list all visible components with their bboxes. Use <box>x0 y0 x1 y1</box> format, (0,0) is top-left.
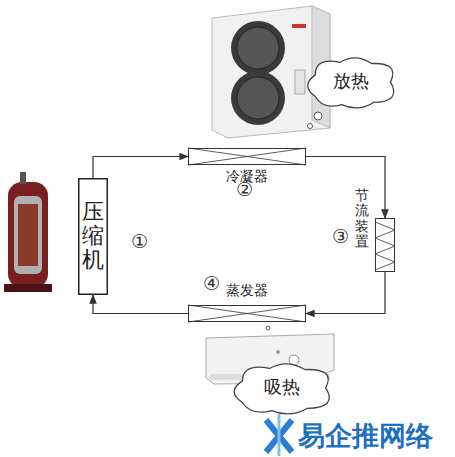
callout-number: ① <box>131 230 148 252</box>
node-label: 节流装置 <box>354 188 370 250</box>
watermark-logo <box>266 414 292 456</box>
pipe-connector <box>306 272 385 314</box>
evaporator-box: 蒸发器 <box>188 305 306 322</box>
node-label: 压缩机 <box>81 200 105 273</box>
node-label: 放热 <box>304 71 398 91</box>
callout-number: ③ <box>332 225 349 247</box>
condenser-box: 冷凝器 <box>188 148 306 165</box>
node-label: 吸热 <box>230 377 334 397</box>
throttle-box-outline <box>375 218 395 272</box>
compressor-box: 压缩机 <box>78 178 108 295</box>
pipe-connector <box>93 295 188 314</box>
cloud-bubble: 放热 <box>304 56 398 110</box>
watermark: 易企推网络 <box>298 418 433 454</box>
throttle-box: 节流装置 <box>375 218 395 272</box>
cloud-bubble: 吸热 <box>230 362 334 416</box>
callout-number: ② <box>236 178 253 200</box>
pipe-connector <box>93 157 188 179</box>
callout-number: ④ <box>203 272 220 294</box>
outdoor-unit <box>212 6 330 138</box>
evaporator-box-outline <box>188 305 306 322</box>
pipe-connector <box>306 157 385 219</box>
condenser-box-outline <box>188 148 306 165</box>
compressor-photo <box>4 172 52 292</box>
